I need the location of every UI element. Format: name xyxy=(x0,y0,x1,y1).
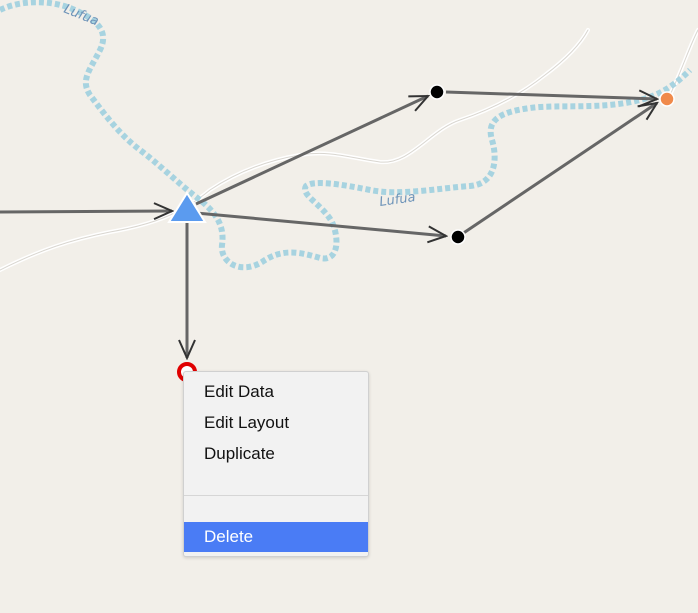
waypoint-node-a-circle-icon[interactable] xyxy=(429,84,445,100)
edge-waypoint-a-to-end[interactable] xyxy=(445,92,657,99)
river xyxy=(0,0,693,271)
menu-separator xyxy=(184,495,368,496)
river-label: Lufua xyxy=(378,190,416,210)
edge-waypoint-b-to-end[interactable] xyxy=(461,103,657,236)
end-node-circle-icon[interactable] xyxy=(659,91,675,107)
edge-start-to-waypoint-b[interactable] xyxy=(195,211,446,236)
menu-item-delete[interactable]: Delete xyxy=(184,522,368,552)
waypoint-node-b-circle-icon[interactable] xyxy=(450,229,466,245)
road-track xyxy=(0,29,589,271)
menu-item-duplicate[interactable]: Duplicate xyxy=(204,444,275,463)
start-node-triangle-icon[interactable] xyxy=(167,191,207,223)
context-menu: Edit Data Edit Layout Duplicate Delete xyxy=(183,371,369,557)
menu-item-edit-data[interactable]: Edit Data xyxy=(204,382,274,401)
menu-item-edit-layout[interactable]: Edit Layout xyxy=(204,413,290,432)
edge-start-to-waypoint-a[interactable] xyxy=(195,94,428,206)
edge-incoming[interactable] xyxy=(0,211,172,212)
